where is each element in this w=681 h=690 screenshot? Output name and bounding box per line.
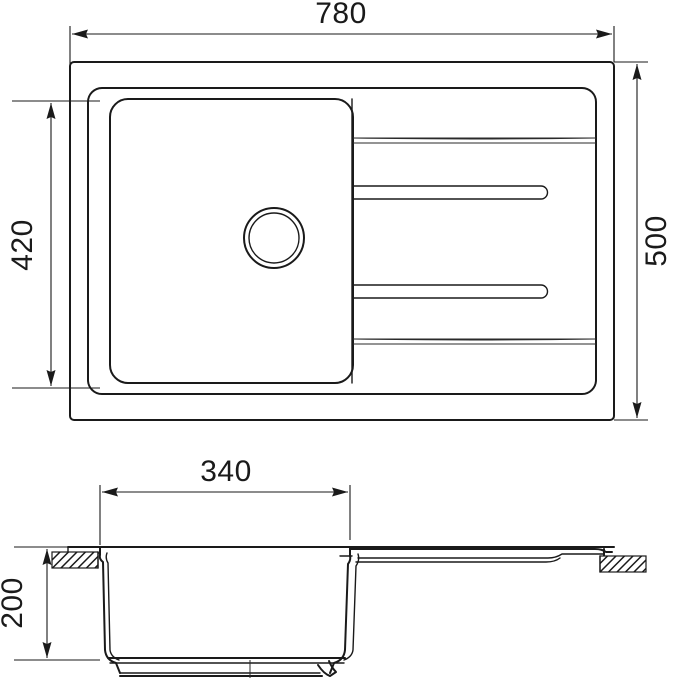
arrow-bottom-500 — [632, 402, 642, 418]
dimension-label-200: 200 — [0, 577, 29, 629]
arrow-top-500 — [632, 64, 642, 80]
arrow-top-420 — [46, 103, 56, 119]
drainboard-section-profile — [339, 548, 613, 563]
drainboard-under-surface — [357, 553, 605, 559]
groove-4 — [352, 338, 597, 345]
drainboard-grooves — [352, 137, 597, 345]
bowl-left-wall-inner — [105, 552, 120, 661]
drain-outlet-section — [317, 660, 337, 677]
mounting-clip-right — [599, 555, 647, 573]
drainboard-top-surface — [349, 548, 613, 553]
dimension-340: 340 — [102, 455, 348, 497]
drain-hole — [243, 207, 305, 269]
arrow-left-780 — [72, 29, 88, 39]
clip-left-hatch — [51, 551, 99, 569]
drainboard-under-surface-2 — [355, 557, 561, 563]
arrow-bottom-420 — [46, 370, 56, 386]
dimension-200: 200 — [0, 549, 52, 658]
groove-2 — [352, 185, 549, 200]
bowl-left-wall-outer — [98, 546, 121, 674]
bowl-section-profile — [98, 546, 360, 678]
dimension-420: 420 — [6, 103, 56, 386]
section-extension-lines — [14, 485, 351, 661]
arrow-bottom-200 — [42, 642, 52, 658]
dimension-780: 780 — [72, 0, 612, 39]
dimension-label-340: 340 — [200, 455, 252, 488]
dimension-label-780: 780 — [315, 0, 367, 30]
dimension-label-420: 420 — [6, 219, 39, 271]
drain-outer-ring — [243, 207, 305, 269]
sink-bowl — [109, 98, 354, 384]
groove-3 — [352, 284, 549, 299]
mounting-clip-left — [51, 546, 101, 569]
dimension-500: 500 — [632, 64, 673, 418]
bowl-right-wall-outer — [329, 546, 352, 674]
dimension-label-500: 500 — [640, 215, 673, 267]
drain-inner-ring — [248, 212, 300, 264]
arrow-left-340 — [102, 487, 118, 497]
section-view-group: 340 200 — [0, 455, 647, 678]
sink-inner-rim — [87, 87, 597, 395]
top-view-extension-lines — [12, 26, 648, 421]
sink-outer-body — [69, 61, 615, 421]
arrow-right-780 — [596, 29, 612, 39]
arrow-top-200 — [42, 549, 52, 565]
clip-right-hatch — [599, 555, 647, 573]
groove-1 — [352, 137, 597, 144]
top-view-group: 780 420 500 — [6, 0, 673, 421]
arrow-right-340 — [332, 487, 348, 497]
